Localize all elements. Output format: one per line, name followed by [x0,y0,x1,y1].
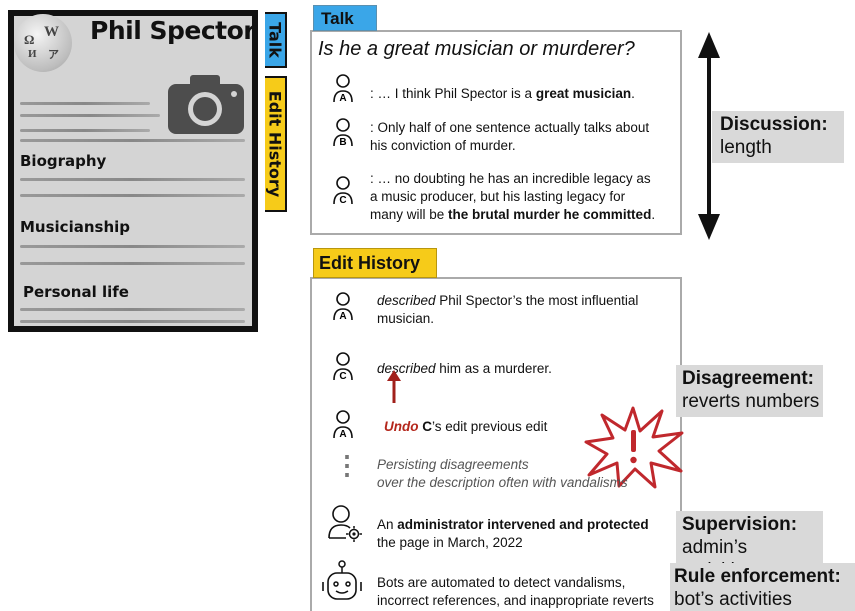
placeholder-line [20,245,245,248]
placeholder-line [20,320,245,323]
section-personal-life: Personal life [23,283,129,301]
admin-icon [328,505,362,542]
edit-entry-2: described him as a murderer. [377,361,552,376]
section-biography: Biography [20,152,107,170]
talk-question: Is he a great musician or murderer? [318,38,635,60]
tab-talk-label: Talk [265,22,285,58]
placeholder-line [20,129,150,132]
camera-icon [168,75,244,134]
talk-comment-a: : … I think Phil Spector is a great musi… [370,86,635,101]
more-entries-icon: ⋮ [334,450,360,480]
discussion-length-arrow [698,32,720,240]
placeholder-line [20,178,245,181]
red-up-arrow-icon [387,370,401,403]
placeholder-line [20,194,245,197]
svg-text:A: A [339,429,346,440]
svg-text:C: C [339,371,346,382]
edit-entry-1: described Phil Spector’s the most influe… [377,293,639,326]
edit-entry-admin: An administrator intervened and protecte… [377,517,649,550]
user-icon: B [333,118,353,148]
alert-icon [584,406,684,489]
section-musicianship: Musicianship [20,218,130,236]
user-icon: A [333,292,353,322]
placeholder-line [20,308,245,311]
edit-entry-bot: Bots are automated to detect vandalisms,… [377,575,654,608]
bot-icon [322,560,362,600]
tab-talk: Talk [265,12,287,68]
disagreement-label: Disagreement: reverts numbers [676,365,823,417]
placeholder-line [20,102,150,105]
talk-panel [310,30,682,235]
user-icon: C [333,176,353,206]
svg-text:B: B [339,137,346,148]
talk-label: Talk [313,5,377,31]
placeholder-line [20,139,245,142]
tab-edit-history-label: Edit History [265,90,285,198]
svg-text:A: A [339,311,346,322]
supervision-label: Supervision: admin’s activities [676,511,823,581]
tab-edit-history: Edit History [265,76,287,212]
edit-entry-3: Undo C’s edit previous edit [384,419,548,434]
placeholder-line [20,262,245,265]
svg-text:C: C [339,195,346,206]
svg-text:A: A [339,93,346,104]
placeholder-line [20,114,160,117]
edit-entry-persisting: Persisting disagreements over the descri… [377,457,628,490]
talk-comment-b: : Only half of one sentence actually tal… [370,120,650,153]
user-icon: A [333,410,353,440]
user-icon: C [333,352,353,382]
edit-history-label: Edit History [313,248,437,278]
user-icon: A [333,74,353,104]
rule-enforcement-label: Rule enforcement: bot’s activities [670,563,855,611]
article-title: Phil Spector [90,16,256,45]
talk-comment-c: : … no doubting he has an incredible leg… [370,171,656,222]
wikipedia-logo-icon: Ω W И ア [14,14,72,72]
discussion-label: Discussion: length [712,111,844,163]
edit-history-panel [310,277,682,611]
